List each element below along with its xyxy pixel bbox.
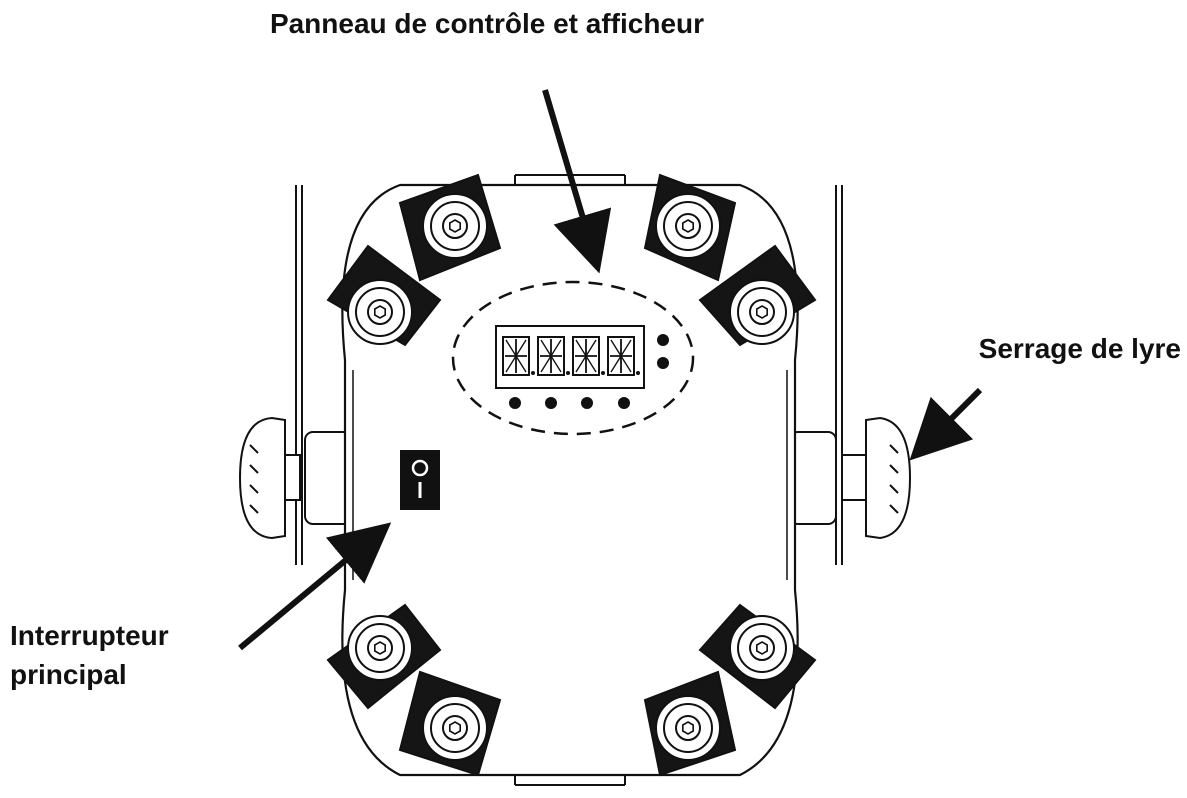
yoke-left	[295, 185, 303, 565]
down-button[interactable]	[581, 397, 593, 409]
label-power-switch-line2: principal	[10, 659, 127, 690]
enter-button[interactable]	[618, 397, 630, 409]
led-module-bottom-right	[643, 603, 817, 777]
label-control-panel: Panneau de contrôle et afficheur	[270, 8, 704, 39]
led-module-bottom-left	[326, 603, 502, 777]
power-switch[interactable]	[400, 450, 440, 510]
arrow-yoke-clamp	[909, 387, 983, 461]
arrow-power-switch	[238, 522, 392, 651]
label-power-switch-line1: Interrupteur	[10, 620, 169, 651]
yoke-clamp-knob-right	[789, 416, 912, 540]
yoke-clamp-knob-left	[238, 416, 352, 540]
led-module-top-left	[326, 173, 502, 347]
menu-button[interactable]	[509, 397, 521, 409]
indicator-led-1	[657, 334, 669, 346]
control-panel	[451, 280, 695, 436]
arrow-control-panel	[542, 89, 612, 274]
label-yoke-clamp: Serrage de lyre	[979, 333, 1181, 364]
up-button[interactable]	[545, 397, 557, 409]
indicator-led-2	[657, 357, 669, 369]
led-module-top-right	[643, 173, 817, 347]
